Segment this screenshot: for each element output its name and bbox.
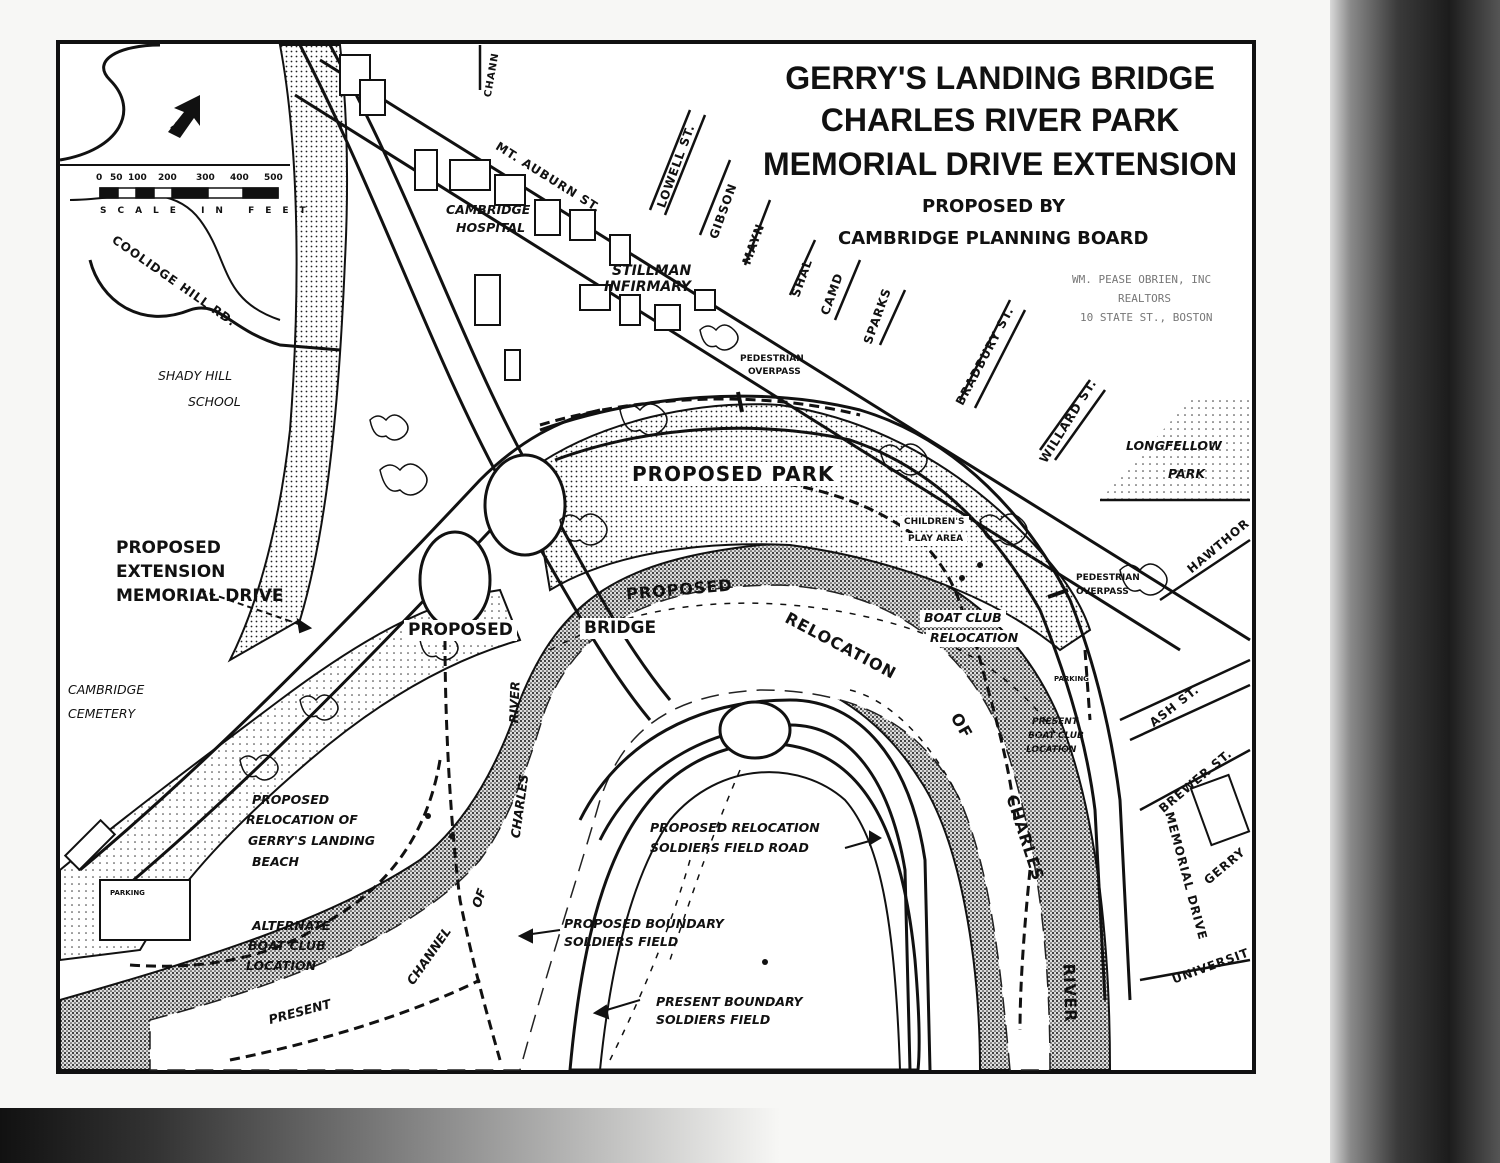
present-boat-club-2: BOAT CLUB xyxy=(1028,731,1084,741)
beach-4: BEACH xyxy=(252,854,299,869)
children-play-2: PLAY AREA xyxy=(904,533,968,546)
present-boundary-1: PRESENT BOUNDARY xyxy=(656,994,803,1009)
shady-hill-2: SCHOOL xyxy=(188,394,241,409)
proposed-by: PROPOSED BY xyxy=(922,196,1066,217)
scale-label: SCALE IN FEET xyxy=(100,206,317,216)
ext-memorial-1: PROPOSED xyxy=(116,538,221,558)
present-boat-club-1: PRESENT xyxy=(1032,717,1078,727)
scale-tick: 50 xyxy=(110,173,123,183)
shady-hill-1: SHADY HILL xyxy=(158,368,233,383)
alt-boat-club-2: BOAT CLUB xyxy=(248,938,326,953)
ped-overpass-1b: OVERPASS xyxy=(748,367,801,377)
sfr-2: SOLDIERS FIELD ROAD xyxy=(650,840,809,855)
title-line-2: CHARLES RIVER PARK xyxy=(820,102,1180,138)
stamp-line-2: REALTORS xyxy=(1118,292,1171,305)
present-boat-club-3: LOCATION xyxy=(1026,745,1077,755)
present-channel-5: RIVER xyxy=(506,680,523,724)
boat-club-reloc-1: BOAT CLUB xyxy=(920,610,1006,627)
relocation-river-5: RIVER xyxy=(1059,963,1081,1023)
proposed-boundary-2: SOLDIERS FIELD xyxy=(564,934,679,949)
ped-overpass-2b: OVERPASS xyxy=(1076,587,1129,597)
stamp-line-3: 10 STATE ST., BOSTON xyxy=(1080,311,1213,324)
stamp-line-1: WM. PEASE OBRIEN, INC xyxy=(1072,273,1212,286)
parking-1: PARKING xyxy=(110,889,145,897)
cemetery-2: CEMETERY xyxy=(68,706,136,721)
ext-memorial-2: EXTENSION xyxy=(116,562,226,582)
ped-overpass-2a: PEDESTRIAN xyxy=(1076,573,1140,583)
present-boundary-2: SOLDIERS FIELD xyxy=(656,1012,771,1027)
proposed-bridge-2: BRIDGE xyxy=(580,618,661,639)
cambridge-hospital-2: HOSPITAL xyxy=(456,220,526,235)
proposed-bridge-1: PROPOSED xyxy=(404,620,517,641)
stillman-2: INFIRMARY xyxy=(604,279,691,295)
scan-dark-edge xyxy=(1330,0,1500,1163)
stillman-1: STILLMAN xyxy=(612,263,692,279)
parking-2: PARKING xyxy=(1054,675,1089,683)
cemetery-1: CAMBRIDGE xyxy=(68,682,145,697)
beach-2: RELOCATION OF xyxy=(246,812,358,827)
title-line-1: GERRY'S LANDING BRIDGE xyxy=(785,60,1215,96)
ext-memorial-3: MEMORIAL DRIVE xyxy=(116,586,284,606)
beach-3: GERRY'S LANDING xyxy=(248,833,375,848)
proposed-park: PROPOSED PARK xyxy=(628,462,839,486)
scale-tick: 0 xyxy=(96,173,103,183)
longfellow-1: LONGFELLOW xyxy=(1126,438,1222,453)
alt-boat-club-1: ALTERNATE xyxy=(252,918,331,933)
scale-tick: 400 xyxy=(230,173,249,183)
ped-overpass-1a: PEDESTRIAN xyxy=(740,354,804,364)
children-play-1: CHILDREN'S xyxy=(900,516,969,529)
scale-bar xyxy=(60,164,290,199)
scan-dark-bottom xyxy=(0,1108,780,1163)
boat-club-reloc-2: RELOCATION xyxy=(926,630,1023,647)
alt-boat-club-3: LOCATION xyxy=(246,958,317,973)
cambridge-hospital-1: CAMBRIDGE xyxy=(446,202,531,217)
title-line-3: MEMORIAL DRIVE EXTENSION xyxy=(762,146,1238,182)
scale-tick: 100 xyxy=(128,173,147,183)
beach-1: PROPOSED xyxy=(252,792,330,807)
proposed-boundary-1: PROPOSED BOUNDARY xyxy=(564,916,724,931)
scale-tick: 300 xyxy=(196,173,215,183)
sfr-1: PROPOSED RELOCATION xyxy=(650,820,820,835)
north-arrow-icon xyxy=(168,95,200,138)
longfellow-2: PARK xyxy=(1168,466,1205,481)
scale-tick: 200 xyxy=(158,173,177,183)
planning-board: CAMBRIDGE PLANNING BOARD xyxy=(838,228,1149,249)
scale-tick: 500 xyxy=(264,173,283,183)
